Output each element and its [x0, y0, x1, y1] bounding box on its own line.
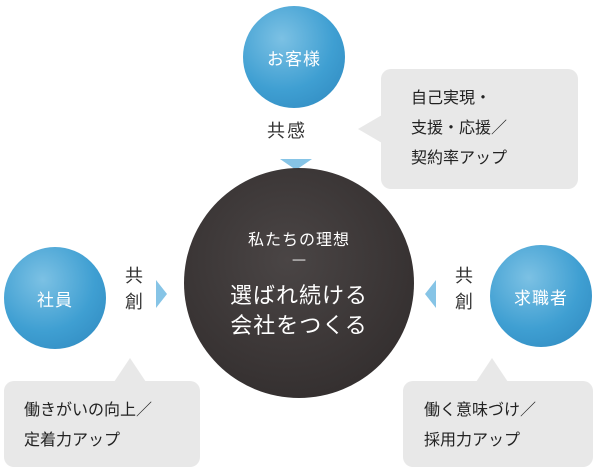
arrow-right-icon — [156, 280, 167, 308]
center-divider: — — [292, 252, 306, 268]
customer-benefit-line: 自己実現・ — [411, 88, 492, 107]
employee-bubble-pointer — [114, 358, 146, 382]
co-creation-char: 創 — [455, 292, 473, 313]
customer-benefit-bubble: 自己実現・ 支援・応援／ 契約率アップ — [381, 69, 578, 189]
job-seeker-benefit-bubble: 働く意味づけ／ 採用力アップ — [403, 381, 593, 467]
employee-benefit-line: 定着力アップ — [24, 430, 121, 449]
employee-benefit-bubble: 働きがいの向上／ 定着力アップ — [4, 381, 200, 467]
employee-node-label: 社員 — [37, 290, 73, 311]
center-main-message: 選ばれ続ける 会社をつくる — [184, 282, 414, 342]
job-seeker-node: 求職者 — [490, 245, 592, 347]
job-seeker-benefit-line: 採用力アップ — [424, 430, 521, 449]
employee-benefit-line: 働きがいの向上／ — [24, 400, 153, 419]
job-seeker-node-label: 求職者 — [514, 288, 568, 309]
arrow-left-icon — [425, 280, 436, 308]
empathy-label: 共感 — [267, 121, 307, 142]
customer-benefit-line: 支援・応援／ — [411, 118, 508, 137]
customer-node-label: お客様 — [267, 49, 321, 70]
job-seeker-benefit-line: 働く意味づけ／ — [424, 400, 537, 419]
ideal-center-circle: 私たちの理想 — 選ばれ続ける 会社をつくる — [184, 168, 414, 398]
co-creation-label-right: 共 創 — [452, 264, 476, 316]
co-creation-char: 共 — [125, 266, 143, 287]
customer-benefit-line: 契約率アップ — [411, 148, 508, 167]
center-main-line: 選ばれ続ける — [229, 284, 368, 309]
co-creation-label-left: 共 創 — [122, 264, 146, 316]
job-seeker-bubble-pointer — [476, 358, 508, 382]
employee-node: 社員 — [4, 247, 106, 349]
center-main-line: 会社をつくる — [230, 314, 368, 339]
arrow-down-icon — [280, 159, 312, 170]
co-creation-char: 共 — [455, 266, 473, 287]
co-creation-char: 創 — [125, 292, 143, 313]
customer-bubble-pointer — [358, 115, 382, 143]
center-subtitle: 私たちの理想 — [247, 230, 350, 249]
customer-node: お客様 — [243, 6, 345, 108]
